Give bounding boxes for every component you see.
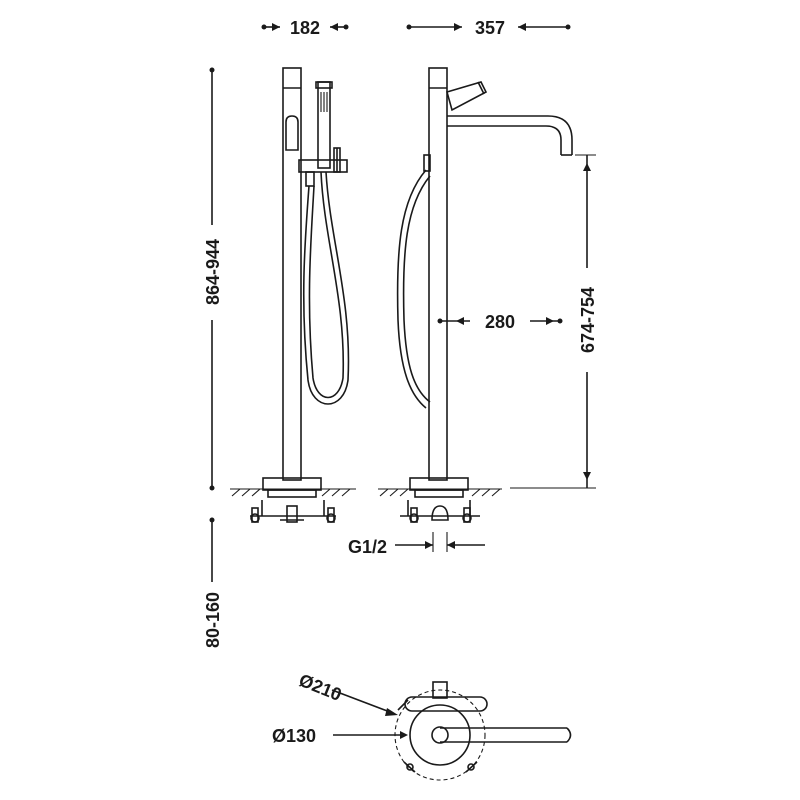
front-width-dimension: 182: [261, 18, 349, 38]
total-height-label: 864-944: [203, 239, 223, 305]
front-view-faucet: [230, 67, 356, 523]
installation-box-side: [400, 500, 480, 523]
plan-view: [394, 681, 572, 781]
inner-diameter-label: Ø130: [272, 726, 316, 746]
base-depth-label: 80-160: [203, 592, 223, 648]
spout-reach-label: 280: [485, 312, 515, 332]
total-height-dimension: 864-944: [203, 67, 223, 491]
installation-box: [250, 500, 336, 523]
side-width-label: 357: [475, 18, 505, 38]
dim-dot: [343, 24, 349, 30]
spout-height-dimension: 674-754: [510, 154, 598, 489]
spout-reach-dimension: 280: [437, 312, 563, 332]
base-depth-dimension: 80-160: [203, 517, 223, 648]
spout-height-label: 674-754: [578, 287, 598, 353]
inlet-thread-dimension: G1/2: [348, 532, 485, 557]
outer-diameter-label: Ø210: [296, 670, 344, 705]
inlet-thread-label: G1/2: [348, 537, 387, 557]
side-width-dimension: 357: [406, 18, 571, 38]
inner-diameter-dimension: Ø130: [272, 726, 408, 746]
front-width-label: 182: [290, 18, 320, 38]
side-view-faucet: [378, 67, 573, 523]
outer-diameter-dimension: Ø210: [296, 670, 398, 716]
